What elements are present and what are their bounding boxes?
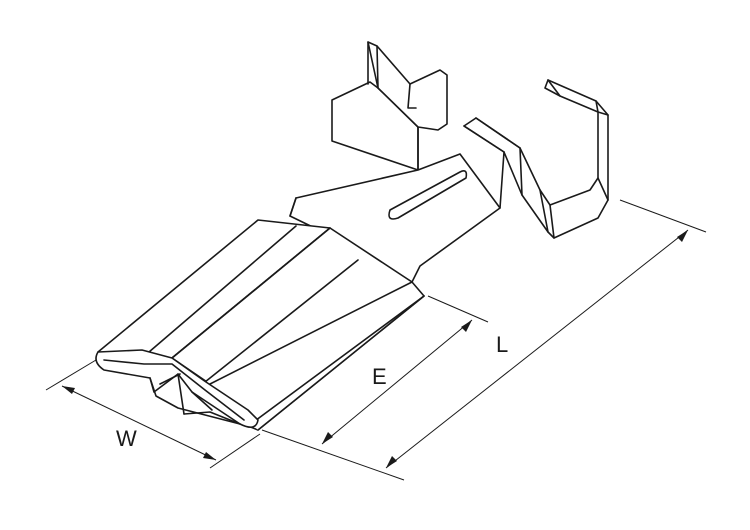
dim-w-extension-right [209, 433, 261, 469]
dim-e-extension-bottom [261, 429, 405, 481]
dim-w-arrow-right [203, 452, 216, 460]
dimension-w: W [45, 359, 261, 469]
dim-w-label: W [116, 426, 137, 451]
dim-w-line [61, 385, 217, 461]
dim-w-extension-left [45, 359, 97, 391]
dim-l-arrow-top [677, 230, 688, 242]
dim-e-arrow-top [461, 320, 472, 332]
dim-w-arrow-left [62, 386, 75, 394]
receptacle-body [95, 219, 425, 431]
neck-slot [388, 170, 468, 220]
dimension-e: E [261, 295, 489, 481]
dim-e-extension-top [427, 295, 489, 323]
dim-l-label: L [496, 332, 508, 357]
dimension-l: L [385, 199, 707, 469]
dim-l-arrow-bottom [386, 456, 397, 468]
dim-e-line [321, 319, 473, 445]
wire-crimp-barrel [463, 79, 609, 239]
dim-e-label: E [372, 364, 387, 389]
insulation-crimp-wing [331, 41, 448, 171]
dim-l-line [385, 229, 689, 469]
dim-l-extension [619, 199, 707, 233]
dim-e-arrow-bottom [322, 432, 333, 444]
